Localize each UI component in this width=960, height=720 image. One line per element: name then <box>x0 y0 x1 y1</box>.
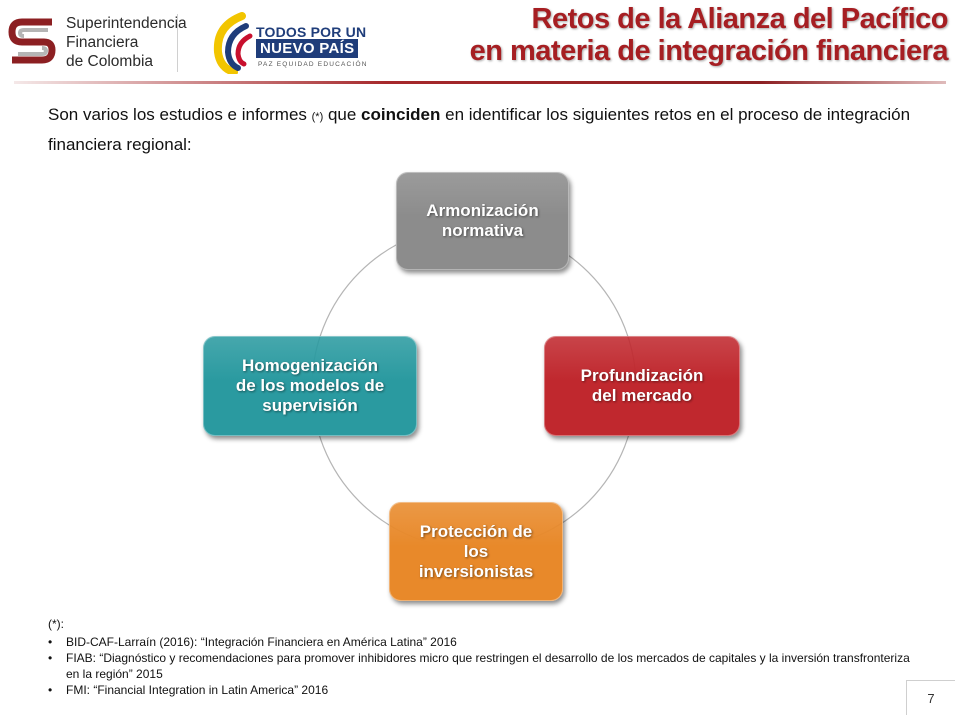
footnotes-list: BID-CAF-Larraín (2016): “Integración Fin… <box>48 634 918 698</box>
node-proteccion-inversionistas: Protección de los inversionistas <box>389 502 563 601</box>
logo-line-3: de Colombia <box>66 53 154 70</box>
gov-logo-line-2: NUEVO PAÍS <box>256 39 359 58</box>
intro-text-2: que <box>323 105 362 124</box>
node-3-line-2: los <box>463 541 489 561</box>
node-2-line-1: Profundización <box>580 366 704 385</box>
superintendencia-logo-text: Superintendencia Financiera de Colombia <box>66 14 187 71</box>
intro-note-mark: (*) <box>311 111 324 123</box>
logo-line-2: Financiera <box>66 34 139 51</box>
slide-title-line-2: en materia de integración financiera <box>469 35 949 67</box>
node-4-line-1: Homogenización <box>241 356 378 375</box>
footnote-item: FIAB: “Diagnóstico y recomendaciones par… <box>48 650 918 682</box>
intro-text-3: en identificar los siguientes retos en e… <box>48 105 911 154</box>
footnotes: (*): BID-CAF-Larraín (2016): “Integració… <box>48 616 918 698</box>
node-4-line-3: supervisión <box>262 396 358 415</box>
node-3-line-1: Protección de <box>419 521 533 541</box>
node-1-line-1: Armonización <box>426 201 539 220</box>
page-number: 7 <box>906 680 955 715</box>
footnotes-heading: (*): <box>48 617 64 631</box>
superintendencia-logo: Superintendencia Financiera de Colombia <box>8 12 187 74</box>
colombia-swoosh-icon <box>213 12 253 74</box>
intro-text-1: Son varios los estudios e informes <box>48 105 312 124</box>
slide-title-line-1: Retos de la Alianza del Pacífico <box>531 3 949 35</box>
node-profundizacion-mercado: Profundización del mercado <box>544 336 740 436</box>
logo-line-1: Superintendencia <box>66 15 187 32</box>
gov-logo-line-3: PAZ EQUIDAD EDUCACIÓN <box>258 61 368 68</box>
footnote-item: BID-CAF-Larraín (2016): “Integración Fin… <box>48 634 918 650</box>
node-armonizacion-normativa: Armonización normativa <box>396 172 569 270</box>
node-1-line-2: normativa <box>441 221 524 240</box>
node-3-line-3: inversionistas <box>418 561 534 581</box>
logo-divider <box>177 14 178 72</box>
node-4-line-2: de los modelos de <box>235 376 385 395</box>
slide-title: Retos de la Alianza del Pacífico en mate… <box>469 3 949 67</box>
node-2-line-2: del mercado <box>591 386 693 405</box>
header-rule <box>14 81 946 84</box>
superintendencia-mark-icon <box>8 16 58 68</box>
government-logo: TODOS POR UN NUEVO PAÍS PAZ EQUIDAD EDUC… <box>212 10 392 76</box>
footnote-item: FMI: “Financial Integration in Latin Ame… <box>48 682 918 698</box>
intro-emphasis: coinciden <box>361 105 441 124</box>
node-homogenizacion-supervision: Homogenización de los modelos de supervi… <box>203 336 417 436</box>
intro-paragraph: Son varios los estudios e informes (*) q… <box>48 101 928 158</box>
gov-logo-line-1: TODOS POR UN <box>256 24 367 40</box>
